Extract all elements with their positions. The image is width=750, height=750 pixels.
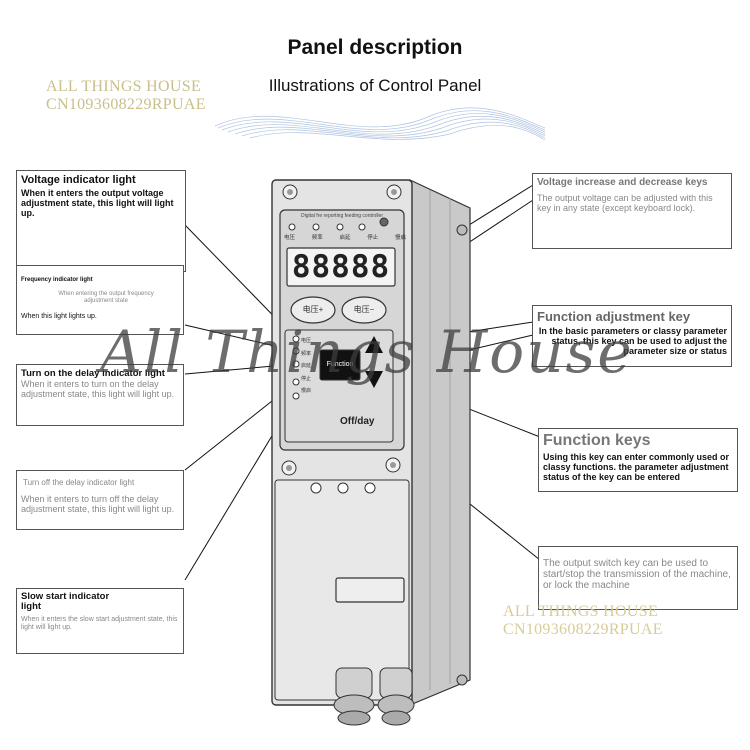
callout-voltage-indicator: Voltage indicator light When it enters t… <box>16 170 186 272</box>
callout-body: When it enters the output voltage adjust… <box>21 188 174 218</box>
watermark-top-line2: CN1093608229RPUAE <box>46 96 206 113</box>
watermark-top: ALL THINGS HOUSE CN1093608229RPUAE <box>46 78 206 114</box>
voltage-down-button[interactable]: 电压− <box>353 305 375 314</box>
device-header-text: Digital fre reporting feeding controller <box>301 213 383 219</box>
callout-title: Voltage indicator light <box>21 174 136 186</box>
function-button[interactable]: Function <box>326 361 354 368</box>
callout-title: Turn on the delay indicator light <box>21 368 165 379</box>
side-label: 电压 <box>301 338 312 344</box>
callout-body: When it enters to turn on the delay adju… <box>21 379 175 399</box>
watermark-top-line1: ALL THINGS HOUSE <box>46 78 202 95</box>
voltage-up-button[interactable]: 电压+ <box>302 305 324 314</box>
callout-body: Using this key can enter commonly used o… <box>543 452 730 482</box>
side-label: 停止 <box>301 375 312 382</box>
watermark-bottom: ALL THINGS HOUSE CN1093608229RPUAE <box>503 603 663 639</box>
side-label: 慢启 <box>301 388 312 394</box>
callout-title: Frequency indicator light <box>21 277 93 283</box>
device-indicator-labels: 电压 频率 启延 停止 慢启 <box>284 233 406 241</box>
callout-body: The output switch key can be used to sta… <box>543 558 731 591</box>
callout-body: When this light lights up. <box>21 313 97 320</box>
callout-body: The output voltage can be adjusted with … <box>537 193 713 213</box>
callout-voltage-keys: Voltage increase and decrease keys The o… <box>532 173 732 249</box>
callout-title: Function keys <box>543 432 651 449</box>
indicator-label: 电压 <box>284 235 296 241</box>
callout-function-adjust: Function adjustment key In the basic par… <box>532 305 732 367</box>
side-label: 频率 <box>301 350 312 357</box>
offday-button[interactable]: Off/day <box>340 416 375 427</box>
page-title: Panel description <box>287 36 463 59</box>
wave-decoration <box>214 107 546 141</box>
callout-body: When it enters to turn off the delay adj… <box>21 494 175 514</box>
page-subtitle: Illustrations of Control Panel <box>268 76 482 95</box>
indicator-label: 停止 <box>367 235 379 241</box>
callout-delay-on: Turn on the delay indicator light When i… <box>16 364 184 426</box>
callout-delay-off: Turn off the delay indicator light When … <box>16 470 184 530</box>
watermark-bottom-line2: CN1093608229RPUAE <box>503 621 663 638</box>
callout-body: In the basic parameters or classy parame… <box>538 326 727 356</box>
callout-title: Voltage increase and decrease keys <box>537 177 708 188</box>
callout-slow-start: Slow start indicator light When it enter… <box>16 588 184 654</box>
indicator-label: 慢启 <box>394 235 406 241</box>
controller-device <box>271 179 471 726</box>
watermark-center: All Things House <box>100 318 634 386</box>
callout-title: Function adjustment key <box>537 309 691 324</box>
callout-body: When entering the output frequency adjus… <box>58 291 154 304</box>
side-label: 启延 <box>301 363 312 369</box>
callout-output-switch: The output switch key can be used to sta… <box>538 546 738 610</box>
callout-title: Turn off the delay indicator light <box>23 478 135 487</box>
callout-title: Slow start indicator light <box>21 591 110 612</box>
callout-body: When it enters the slow start adjustment… <box>21 616 178 631</box>
seven-segment-display: 88888 <box>291 249 391 285</box>
watermark-bottom-line1: ALL THINGS HOUSE <box>503 603 659 620</box>
indicator-label: 启延 <box>339 235 351 241</box>
callout-frequency-indicator: Frequency indicator light When entering … <box>16 265 184 335</box>
side-indicator-labels: 电压 频率 启延 停止 慢启 <box>301 335 311 398</box>
callout-function-keys: Function keys Using this key can enter c… <box>538 428 738 492</box>
indicator-label: 频率 <box>311 235 323 241</box>
